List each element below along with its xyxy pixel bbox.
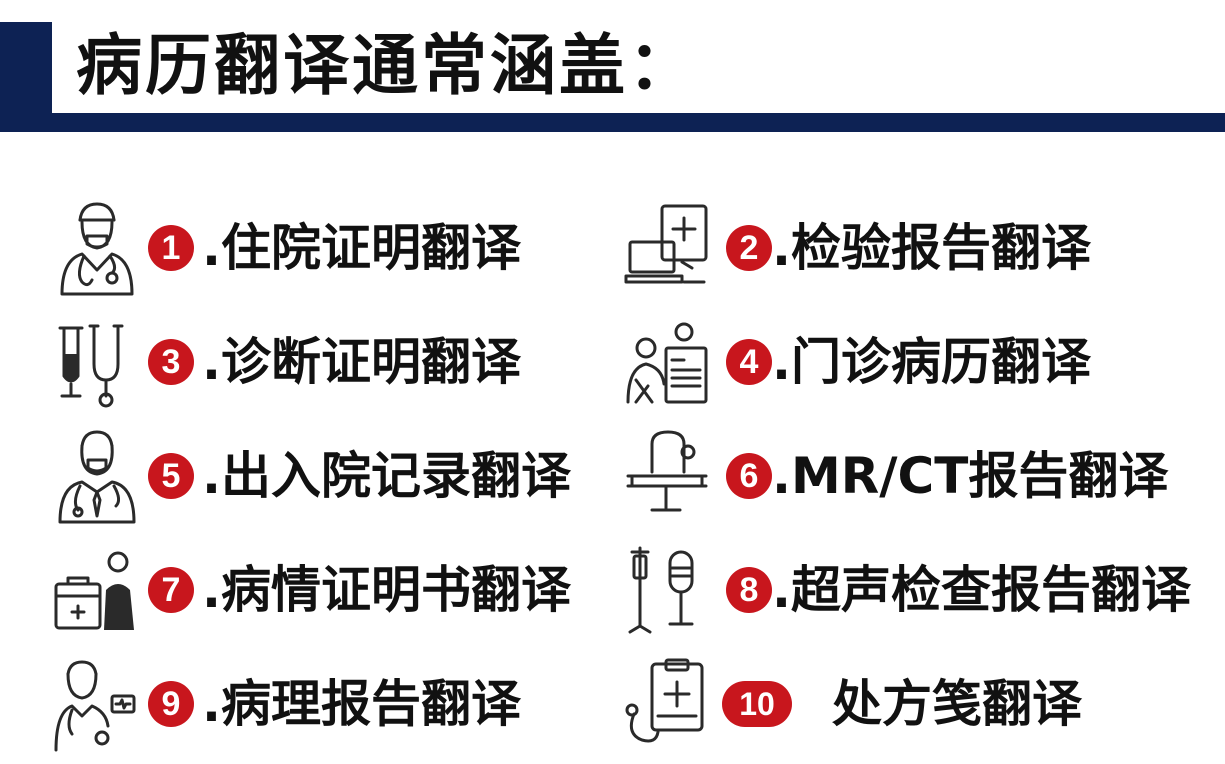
header-underline-bar <box>0 113 1225 132</box>
item-label: .诊断证明翻译 <box>202 333 521 391</box>
list-item-diagnosis-certificate: 3 .诊断证明翻译 <box>52 312 652 422</box>
item-label: .检验报告翻译 <box>772 219 1091 277</box>
item-label: .病情证明书翻译 <box>202 561 571 619</box>
mri-scanner-icon <box>622 426 712 526</box>
number-badge: 5 <box>148 453 194 499</box>
number-badge: 7 <box>148 567 194 613</box>
number-badge: 4 <box>726 339 772 385</box>
number-badge: 6 <box>726 453 772 499</box>
item-label: 处方笺翻译 <box>832 675 1082 733</box>
computer-medical-report-icon <box>622 198 712 298</box>
doctor-icon <box>52 198 142 298</box>
doctor-monitor-icon <box>52 654 142 754</box>
item-label: .超声检查报告翻译 <box>772 561 1191 619</box>
list-item-prescription: 10 处方笺翻译 <box>622 654 1222 764</box>
list-item-inpatient-certificate: 1 .住院证明翻译 <box>52 198 652 308</box>
number-badge: 10 <box>722 681 792 727</box>
list-item-ultrasound-report: 8 .超声检查报告翻译 <box>622 540 1222 650</box>
number-badge: 9 <box>148 681 194 727</box>
item-label: .住院证明翻译 <box>202 219 521 277</box>
item-label: .门诊病历翻译 <box>772 333 1091 391</box>
header: 病历翻译通常涵盖： <box>0 0 1225 132</box>
doctor-tie-icon <box>52 426 142 526</box>
consultation-chart-icon <box>622 312 712 412</box>
page-title: 病历翻译通常涵盖： <box>76 27 697 104</box>
item-label: .病理报告翻译 <box>202 675 521 733</box>
iv-stand-ultrasound-icon <box>622 540 712 640</box>
clipboard-stethoscope-icon <box>622 654 712 754</box>
item-label: .出入院记录翻译 <box>202 447 571 505</box>
number-badge: 1 <box>148 225 194 271</box>
list-item-mr-ct-report: 6 .MR/CT报告翻译 <box>622 426 1222 536</box>
test-tube-stethoscope-icon <box>52 312 142 412</box>
number-badge: 8 <box>726 567 772 613</box>
list-item-condition-certificate: 7 .病情证明书翻译 <box>52 540 652 650</box>
medical-kit-person-icon <box>52 540 142 640</box>
list-item-pathology-report: 9 .病理报告翻译 <box>52 654 652 764</box>
item-label: .MR/CT报告翻译 <box>772 447 1169 505</box>
translation-items-grid: 1 .住院证明翻译 2 .检验报告翻译 <box>0 180 1225 757</box>
number-badge: 2 <box>726 225 772 271</box>
list-item-admission-discharge-record: 5 .出入院记录翻译 <box>52 426 652 536</box>
list-item-lab-report: 2 .检验报告翻译 <box>622 198 1222 308</box>
list-item-outpatient-record: 4 .门诊病历翻译 <box>622 312 1222 422</box>
number-badge: 3 <box>148 339 194 385</box>
